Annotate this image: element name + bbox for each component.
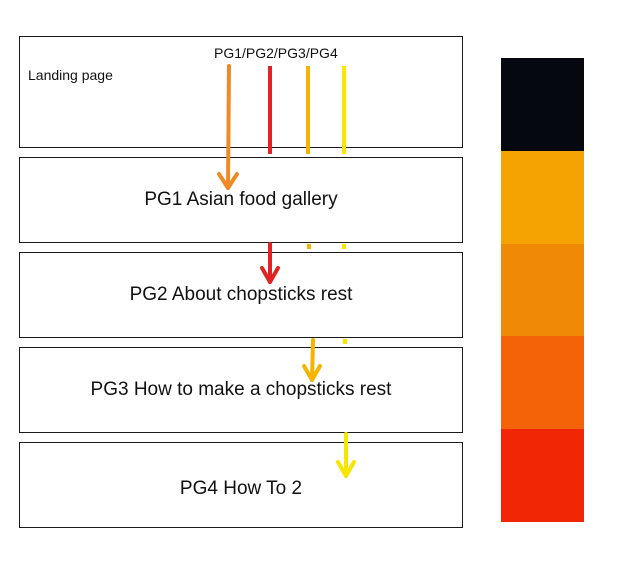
landing-page-box: Landing page — [19, 36, 463, 148]
color-scale-legend — [501, 58, 584, 522]
flow-path-pg1 — [217, 64, 239, 190]
landing-page-label: Landing page — [28, 67, 113, 83]
legend-swatch — [501, 150, 584, 244]
flow-path-pg2 — [260, 66, 280, 284]
legend-swatch — [501, 243, 584, 337]
flow-path-pg3 — [302, 66, 322, 382]
page-label-pg1: PG1 Asian food gallery — [144, 189, 338, 210]
page-box-pg3: PG3 How to make a chopsticks rest — [19, 347, 463, 433]
legend-swatch — [501, 429, 584, 522]
page-label-pg2: PG2 About chopsticks rest — [129, 284, 353, 305]
legend-swatch — [501, 58, 584, 151]
page-label-pg4: PG4 How To 2 — [179, 478, 303, 499]
page-box-pg1: PG1 Asian food gallery — [19, 157, 463, 243]
page-box-pg2: PG2 About chopsticks rest — [19, 252, 463, 338]
flow-paths-label: PG1/PG2/PG3/PG4 — [214, 45, 338, 61]
page-label-pg3: PG3 How to make a chopsticks rest — [90, 379, 392, 400]
flow-path-pg4 — [336, 66, 356, 478]
legend-swatch — [501, 336, 584, 430]
page-box-pg4: PG4 How To 2 — [19, 442, 463, 528]
